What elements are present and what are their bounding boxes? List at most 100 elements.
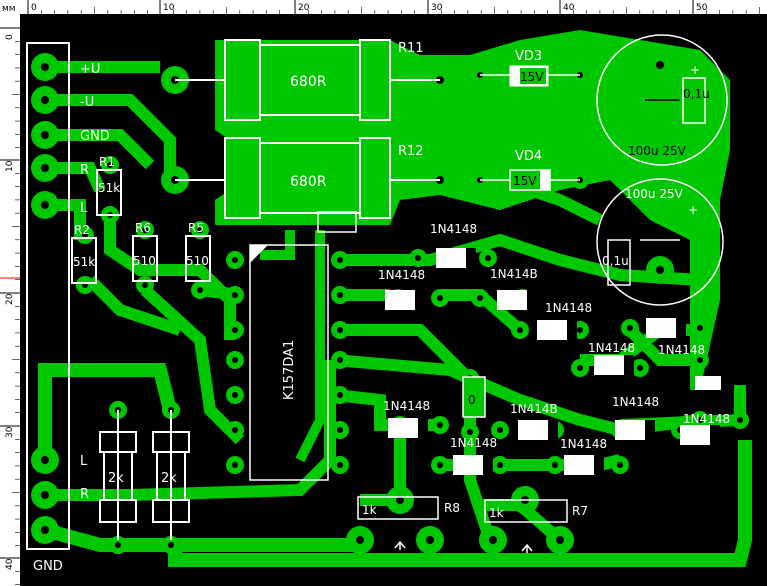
resistor-r5[interactable]: R5 510 (185, 221, 211, 282)
diode-label: 1N4148 (450, 436, 497, 450)
svg-text:R11: R11 (398, 41, 424, 56)
left-tick-label: 40 (5, 558, 15, 570)
top-ruler-ticks: 0 10 20 30 40 50 (27, 0, 760, 14)
pin-label-r: R (80, 163, 89, 178)
left-ruler-ticks: 0 10 20 30 40 (0, 27, 20, 585)
ruler-unit: мм (2, 4, 16, 14)
svg-text:100u 25V: 100u 25V (625, 187, 684, 201)
svg-text:R7: R7 (572, 504, 588, 518)
diode-label: 1N4148 (560, 437, 607, 451)
capacitor-top[interactable]: 0,1u + 100u 25V (596, 34, 728, 166)
top-ruler[interactable] (0, 0, 767, 14)
zener-vd4[interactable]: 15V VD4 (480, 149, 580, 191)
connector-outline (26, 42, 70, 550)
diode-d11[interactable]: 1N4148 (612, 395, 659, 440)
resistor-r6[interactable]: R6 510 (132, 221, 158, 282)
diode-label: 1N4148 (545, 301, 592, 315)
svg-text:680R: 680R (290, 174, 327, 190)
resistor-r11[interactable]: 680R R11 (175, 39, 440, 121)
svg-text:R8: R8 (444, 501, 460, 515)
svg-text:15V: 15V (513, 174, 537, 188)
gnd-label: GND (33, 559, 63, 574)
svg-text:1k: 1k (362, 503, 377, 517)
svg-text:2k: 2k (161, 471, 177, 486)
pad-layer (31, 51, 749, 554)
top-tick-label: 30 (431, 3, 443, 13)
trimmer-r7[interactable]: 1k R7 (484, 499, 588, 553)
diode-d10[interactable]: 1N4148 (560, 437, 607, 475)
diode-label: 1N4148 (383, 399, 430, 413)
diode-d8[interactable]: 1N4148 (450, 436, 497, 475)
diode-label: 1N4148 (612, 395, 659, 409)
capacitor-bottom[interactable]: 0,1u + 100u 25V (596, 178, 724, 306)
capacitor-small[interactable]: 0 (317, 211, 486, 418)
capacitor-ic-decoupling (317, 211, 357, 233)
resistor-r12[interactable]: 680R R12 (175, 137, 440, 219)
svg-text:+: + (688, 203, 698, 217)
svg-text:510: 510 (186, 254, 209, 268)
svg-text:680R: 680R (290, 74, 327, 90)
svg-text:51k: 51k (73, 255, 95, 269)
svg-text:R2: R2 (74, 223, 90, 237)
diode-d5[interactable]: 1N4148 (588, 341, 635, 375)
diode-label: 1N4148 (378, 268, 425, 282)
left-tick-label: 30 (5, 426, 15, 438)
svg-text:VD4: VD4 (515, 149, 542, 164)
svg-text:510: 510 (133, 254, 156, 268)
resistor-r1[interactable]: R1 51k (96, 155, 122, 216)
svg-text:K157DA1: K157DA1 (282, 340, 297, 400)
top-tick-label: 50 (696, 3, 708, 13)
top-tick-label: 20 (298, 3, 310, 13)
top-tick-label: 0 (31, 3, 37, 13)
top-tick-label: 40 (563, 3, 575, 13)
svg-text:51k: 51k (98, 181, 120, 195)
out-label-r: R (80, 487, 89, 502)
svg-text:100u 25V: 100u 25V (628, 144, 687, 158)
pin-label-minus-u: -U (80, 95, 94, 110)
left-tick-label: 0 (5, 34, 15, 40)
top-tick-label: 10 (163, 3, 175, 13)
diode-d3[interactable]: 1N414B (490, 267, 538, 310)
svg-text:R6: R6 (135, 221, 151, 235)
pin-label-gnd: GND (80, 129, 110, 144)
pin-label-plus-u: +U (80, 62, 100, 77)
zener-vd3[interactable]: 15V VD3 (480, 49, 580, 87)
diode-d6[interactable]: 1N4148 (646, 318, 705, 357)
svg-text:1k: 1k (489, 506, 504, 520)
svg-text:2k: 2k (108, 471, 124, 486)
svg-text:R5: R5 (188, 221, 204, 235)
diode-d12[interactable]: 1N4148 (680, 412, 730, 445)
left-tick-label: 10 (5, 160, 15, 172)
diode-d1[interactable]: 1N4148 (430, 222, 477, 268)
diode-d7[interactable]: 1N4148 (383, 399, 430, 438)
left-tick-label: 20 (5, 293, 15, 305)
resistor-out-r[interactable]: 2k (152, 410, 190, 540)
diode-label: 1N4148 (588, 341, 635, 355)
resistor-r2[interactable]: R2 51k (71, 223, 97, 284)
svg-text:0,1u: 0,1u (602, 254, 629, 268)
svg-text:R12: R12 (398, 144, 424, 159)
pin-label-l: L (80, 201, 88, 216)
diode-label: 1N4148 (658, 343, 705, 357)
svg-text:0,1u: 0,1u (683, 87, 710, 101)
diode-band-vertical (695, 376, 721, 390)
svg-text:+: + (690, 63, 700, 77)
ic-k157da1[interactable]: K157DA1 (249, 244, 329, 481)
trimmer-r8[interactable]: 1k R8 (357, 496, 460, 550)
svg-text:VD3: VD3 (515, 49, 542, 64)
resistor-out-l[interactable]: 2k (99, 410, 137, 540)
svg-text:0: 0 (468, 393, 476, 407)
svg-text:15V: 15V (520, 70, 544, 84)
svg-text:R1: R1 (99, 155, 115, 169)
diode-d2[interactable]: 1N4148 (378, 268, 425, 310)
diode-label: 1N414B (490, 267, 538, 281)
out-label-l: L (80, 454, 88, 469)
diode-label: 1N414B (510, 402, 558, 416)
diode-label: 1N4148 (683, 412, 730, 426)
diode-d4[interactable]: 1N4148 (537, 301, 592, 340)
diode-d9[interactable]: 1N414B (510, 402, 558, 440)
diode-label: 1N4148 (430, 222, 477, 236)
diode-layer: 1N4148 1N4148 1N414B 1N4148 1N4148 1N4148 1N41… (378, 222, 730, 475)
